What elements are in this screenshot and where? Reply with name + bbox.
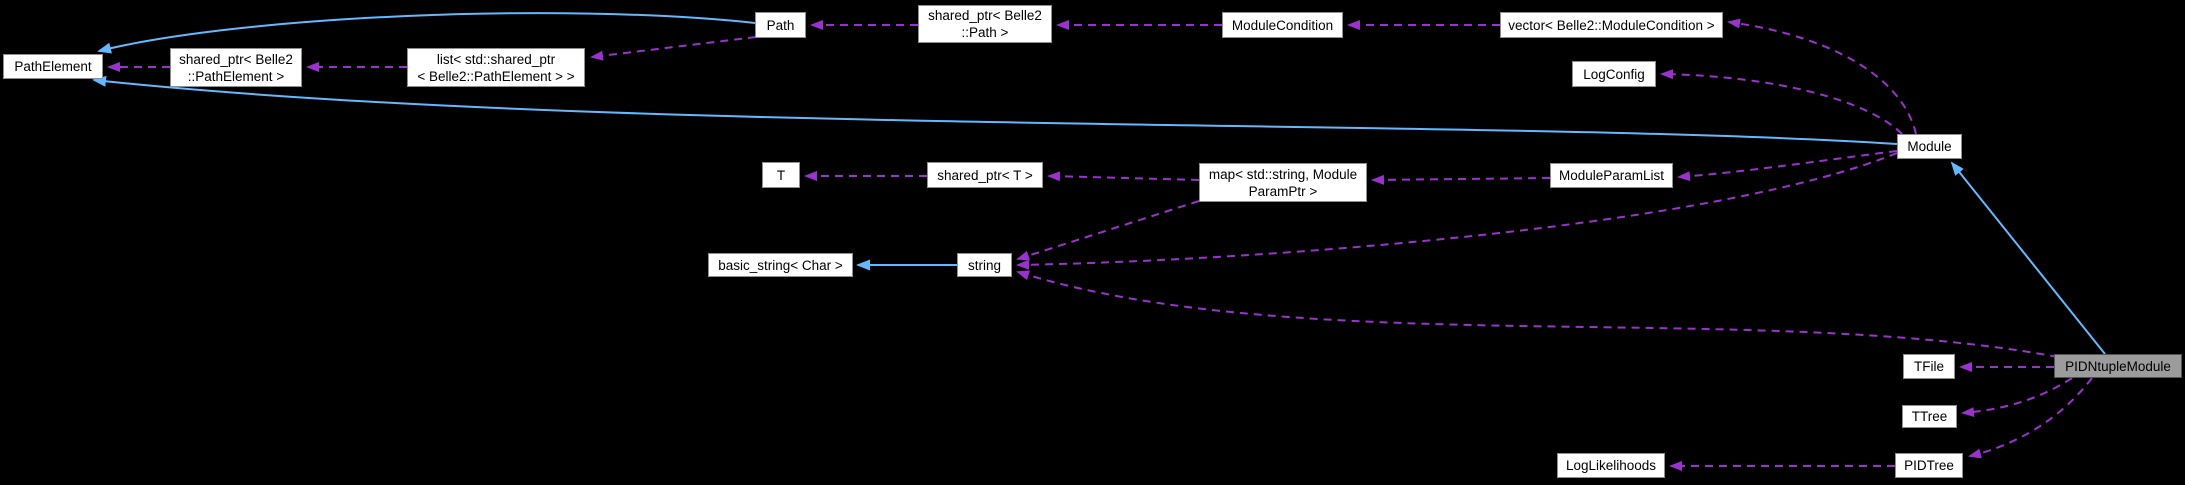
- node-pidntuplemodule[interactable]: PIDNtupleModule: [2054, 354, 2182, 378]
- edge-module-to-vector: [1727, 18, 1917, 135]
- edge-map-to-string: [1016, 200, 1200, 261]
- edge-pidntuplemodule-to-module: [1950, 161, 2106, 355]
- node-moduleparamlist[interactable]: ModuleParamList: [1550, 163, 1673, 188]
- edge-pidntuplemodule-to-string: [1016, 270, 2059, 358]
- edge-path-to-list: [590, 36, 757, 61]
- node-shared-ptr-t[interactable]: shared_ptr< T >: [927, 162, 1043, 188]
- node-loglikelihoods[interactable]: LogLikelihoods: [1557, 453, 1665, 478]
- node-pidtree[interactable]: PIDTree: [1895, 453, 1963, 478]
- node-pathelement[interactable]: PathElement: [3, 54, 103, 79]
- edge-module-to-moduleparamlist: [1677, 150, 1898, 182]
- node-shared-ptr-path[interactable]: shared_ptr< Belle2 ::Path >: [918, 5, 1052, 43]
- node-tfile[interactable]: TFile: [1903, 354, 1955, 379]
- edge-moduleparamlist-to-map: [1371, 174, 1551, 185]
- node-modulecondition[interactable]: ModuleCondition: [1222, 12, 1343, 38]
- node-string[interactable]: string: [957, 253, 1012, 277]
- node-vector-modulecondition[interactable]: vector< Belle2::ModuleCondition >: [1500, 12, 1723, 38]
- node-list-shared-ptr-pathelement[interactable]: list< std::shared_ptr < Belle2::PathElem…: [407, 48, 585, 87]
- node-t[interactable]: T: [762, 162, 800, 188]
- node-map-moduleparamptr[interactable]: map< std::string, Module ParamPtr >: [1199, 163, 1367, 202]
- node-module[interactable]: Module: [1897, 134, 1962, 159]
- edge-module-to-pathelement: [92, 75, 1898, 145]
- node-path[interactable]: Path: [755, 12, 806, 38]
- edge-module-to-logconfig: [1660, 69, 1903, 135]
- edge-path-to-pathelement: [97, 12, 756, 54]
- node-logconfig[interactable]: LogConfig: [1572, 61, 1656, 87]
- node-shared-ptr-pathelement[interactable]: shared_ptr< Belle2 ::PathElement >: [170, 48, 302, 87]
- edge-map-to-spt: [1047, 171, 1200, 182]
- node-basic-string-char[interactable]: basic_string< Char >: [708, 253, 853, 277]
- edge-pidntuplemodule-to-pidtree: [1968, 377, 2093, 459]
- edge-module-to-string: [1016, 152, 1898, 270]
- edge-pidntuplemodule-to-ttree: [1961, 377, 2073, 418]
- node-ttree[interactable]: TTree: [1902, 405, 1957, 428]
